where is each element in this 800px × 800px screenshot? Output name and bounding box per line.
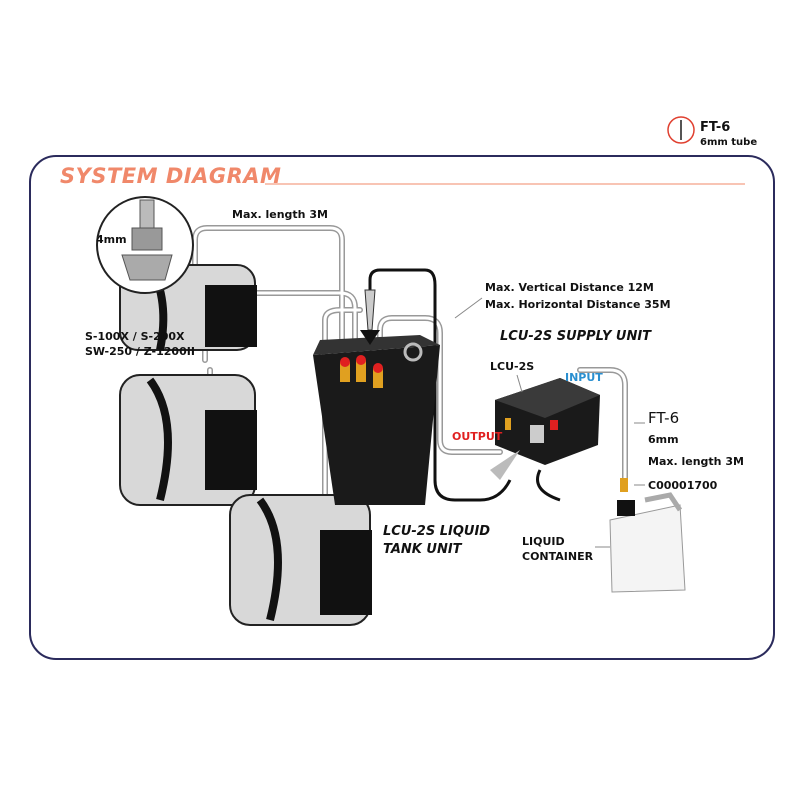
- container-label-1: LIQUID: [522, 535, 565, 548]
- output-label: OUTPUT: [452, 430, 503, 443]
- supply-model-label: LCU-2S: [490, 360, 535, 373]
- vertical-distance-label: Max. Vertical Distance 12M: [485, 281, 654, 294]
- tube-size-label: 6mm: [648, 433, 679, 446]
- frame: [29, 155, 775, 660]
- machines-label-1: S-100X / S-200X: [85, 330, 185, 343]
- page-title: SYSTEM DIAGRAM: [60, 164, 282, 188]
- legend-desc: 6mm tube: [700, 137, 758, 148]
- container-label-2: CONTAINER: [522, 550, 594, 563]
- input-label: INPUT: [565, 371, 603, 384]
- max-length-top-label: Max. length 3M: [232, 208, 328, 221]
- tank-unit-heading-2: TANK UNIT: [383, 542, 462, 557]
- fog-machine: [119, 374, 257, 506]
- tube-legend-icon: [667, 116, 695, 144]
- part-number-label: C00001700: [648, 479, 718, 492]
- max-length-right-label: Max. length 3M: [648, 455, 744, 468]
- liquid-container: [609, 478, 686, 593]
- supply-unit-heading: LCU-2S SUPPLY UNIT: [500, 329, 652, 344]
- horizontal-distance-label: Max. Horizontal Distance 35M: [485, 298, 671, 311]
- machines-label-2: SW-250 / Z-1200II: [85, 345, 195, 358]
- leader-lines: [454, 297, 645, 548]
- nozzle-detail: [96, 196, 194, 294]
- legend-code: FT-6: [700, 120, 731, 135]
- tube-code-label: FT-6: [648, 409, 680, 427]
- tank-unit-heading-1: LCU-2S LIQUID: [383, 524, 491, 539]
- liquid-tank-unit: [313, 289, 440, 505]
- supply-unit: [490, 378, 600, 480]
- power-cables: [368, 268, 561, 502]
- nozzle-size-label: 4mm: [96, 233, 127, 246]
- fog-machine: [229, 494, 372, 626]
